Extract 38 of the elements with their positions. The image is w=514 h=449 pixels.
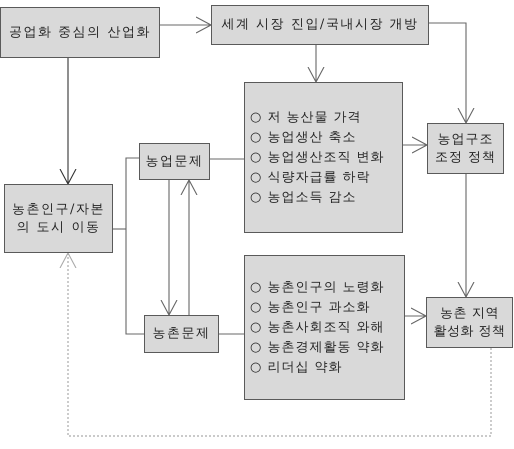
box-label: 농촌문제 xyxy=(152,325,210,343)
bullet-item: ○ 농업생산조직 변화 xyxy=(250,148,385,166)
bullet-item: ○ 농업소득 감소 xyxy=(250,188,357,206)
box-label: 농촌 지역 활성화 정책 xyxy=(432,304,507,340)
bullet-item: ○ 식량자급률 하락 xyxy=(250,168,371,186)
connector-line xyxy=(210,158,244,160)
process-box xyxy=(4,184,113,253)
arrow xyxy=(405,307,427,325)
process-box xyxy=(139,143,210,180)
bullet-item: ○ 농촌경제활동 약화 xyxy=(250,338,385,356)
list-box xyxy=(244,255,405,400)
bullet-item: ○ 농촌인구의 노령화 xyxy=(250,278,385,296)
process-box xyxy=(0,7,160,58)
arrow xyxy=(307,45,325,83)
box-label: 농업문제 xyxy=(146,152,204,170)
arrow xyxy=(160,16,212,34)
arrow xyxy=(160,180,178,316)
bullet-item: ○ 저 농산물 가격 xyxy=(250,108,362,126)
box-label: 공업화 중심의 산업화 xyxy=(9,24,151,42)
bullet-item: ○ 농업생산 축소 xyxy=(250,128,357,146)
bullet-item: ○ 리더십 약화 xyxy=(250,358,343,376)
arrow xyxy=(457,174,475,298)
list-box xyxy=(244,82,403,233)
connector-line xyxy=(219,333,244,335)
bullet-item: ○ 농촌사회조직 와해 xyxy=(250,318,385,336)
process-box xyxy=(426,297,513,348)
box-label: 농업구조 조정 정책 xyxy=(434,130,498,166)
arrow xyxy=(403,136,428,154)
process-box xyxy=(427,123,504,174)
process-box xyxy=(211,5,429,45)
process-box xyxy=(144,315,219,353)
box-label: 세계 시장 진입/국내시장 개방 xyxy=(222,16,418,34)
arrow xyxy=(59,58,77,185)
arrow xyxy=(429,22,475,124)
dotted-arrow xyxy=(59,252,492,437)
bullet-item: ○ 농촌인구 과소화 xyxy=(250,298,371,316)
box-label: 농촌인구/자본의 도시 이동 xyxy=(11,200,106,236)
arrow xyxy=(180,179,198,315)
